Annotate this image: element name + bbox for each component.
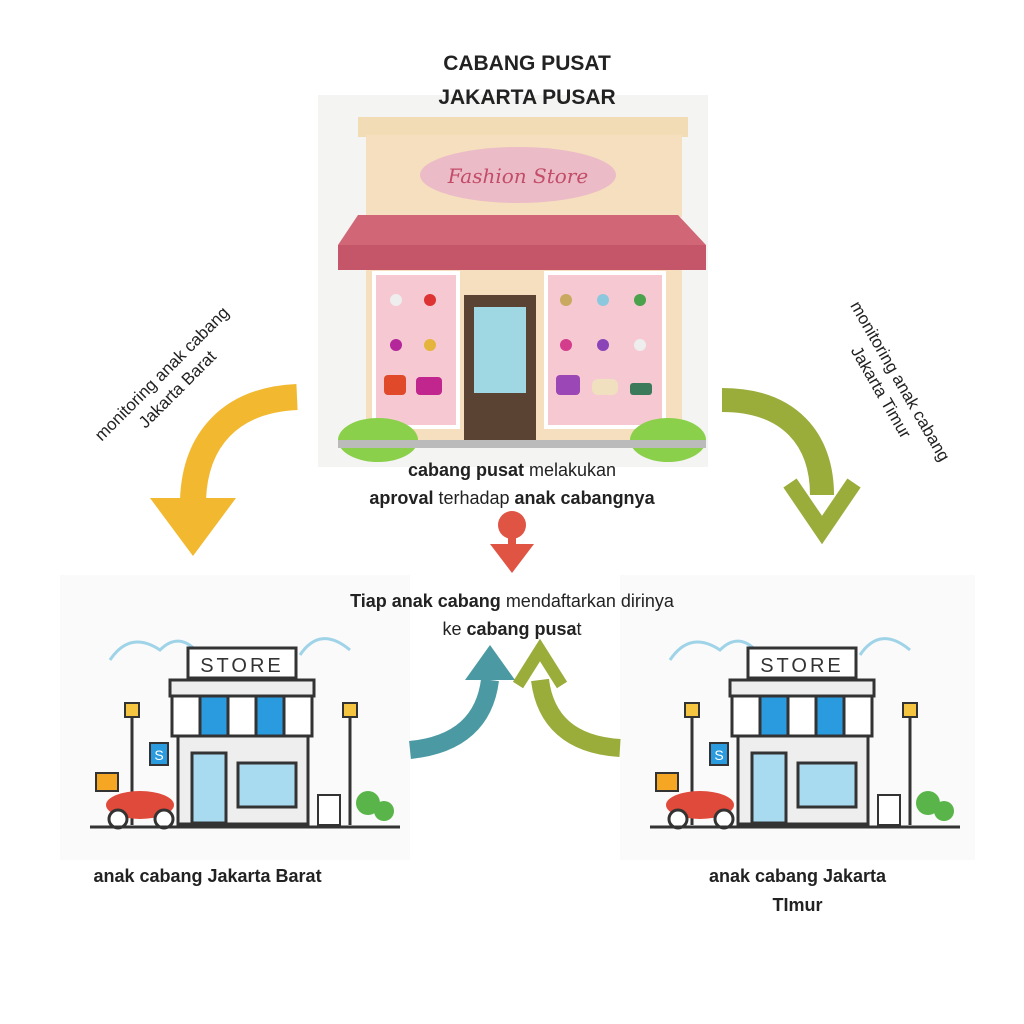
store-sign-text: STORE <box>760 655 844 677</box>
olive-curved-arrow-icon <box>512 638 621 757</box>
awning <box>338 215 706 245</box>
monitor-right-line1: monitoring anak cabang <box>846 297 954 465</box>
title-line2: JAKARTA PUSAR <box>438 86 616 109</box>
store-sign <box>420 147 616 203</box>
store-badge: S <box>154 747 163 763</box>
yellow-curved-arrow-icon <box>150 384 298 556</box>
label-west-branch: anak cabang Jakarta Barat <box>93 866 322 886</box>
approval-text: cabang pusat melakukan aproval terhadap … <box>300 456 724 512</box>
store-badge: S <box>714 747 723 763</box>
green-curved-arrow-icon <box>721 388 861 545</box>
label-east-branch: anak cabang Jakarta TImur <box>660 862 935 920</box>
store-sign-text: STORE <box>200 655 284 677</box>
branch-store-west-illustration: STORE S <box>60 575 410 860</box>
store-sign-text: Fashion Store <box>447 164 588 188</box>
branch-store-east-illustration: STORE S <box>620 575 975 860</box>
monitor-right-text: monitoring anak cabang Jakarta Timur <box>816 281 964 494</box>
register-text: Tiap anak cabang mendaftarkan dirinya ke… <box>290 587 734 643</box>
label-east-line1: anak cabang Jakarta <box>708 866 887 886</box>
register-line2: ke cabang pusat <box>442 619 582 639</box>
title-line1: CABANG PUSAT <box>443 52 611 75</box>
red-down-arrow-icon <box>490 511 534 573</box>
approval-line1: cabang pusat melakukan <box>407 460 617 480</box>
approval-line2: aproval terhadap anak cabangnya <box>369 488 655 508</box>
label-east-line2: TImur <box>772 895 823 915</box>
teal-curved-arrow-icon <box>408 645 515 759</box>
shoes-display <box>384 294 652 395</box>
monitor-left-text: monitoring anak cabang Jakarta Barat <box>77 289 264 476</box>
monitor-left-line1: monitoring anak cabang <box>90 302 233 445</box>
register-line1: Tiap anak cabang mendaftarkan dirinya <box>350 591 674 611</box>
monitor-left-line2: Jakarta Barat <box>134 346 220 432</box>
monitor-right-line2: Jakarta Timur <box>846 342 915 442</box>
fashion-store-illustration: Fashion Store <box>318 95 708 467</box>
